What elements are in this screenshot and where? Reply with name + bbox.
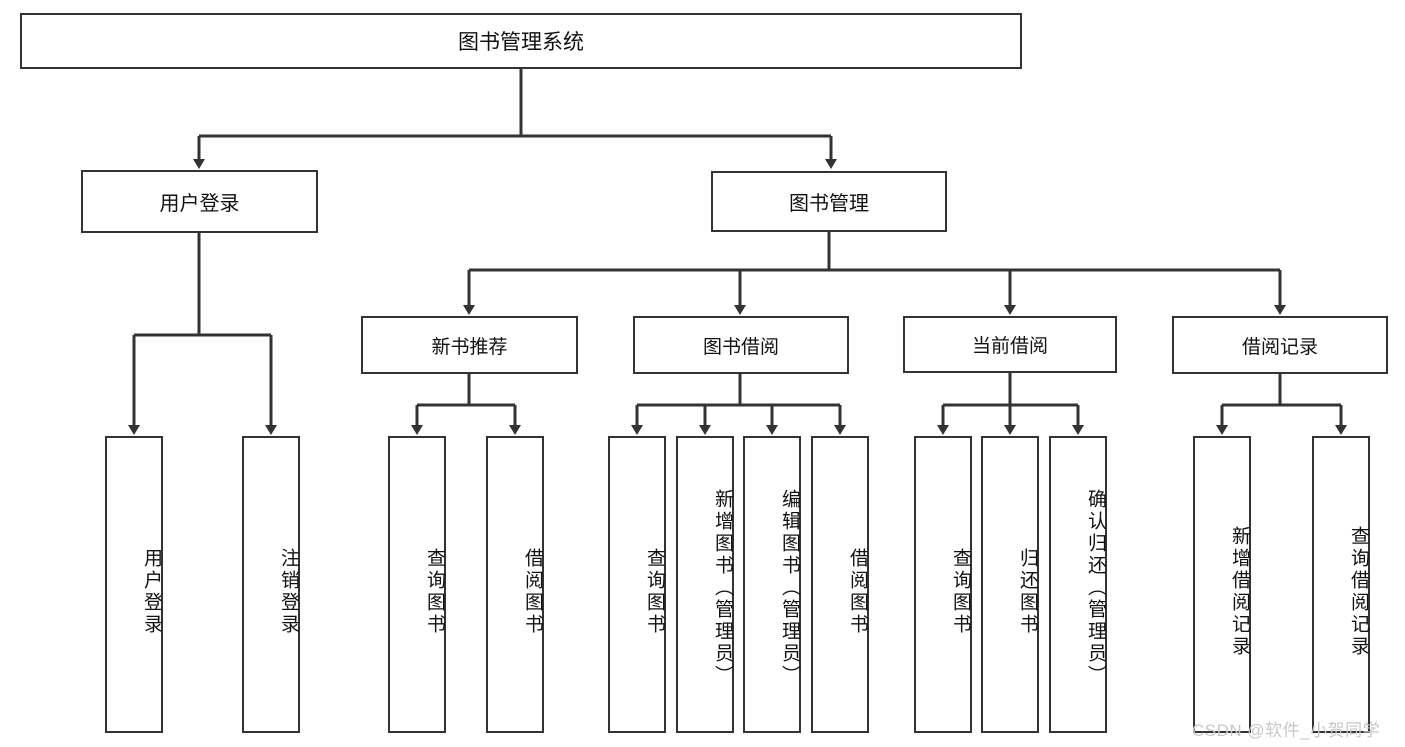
node-leaf-borrow-book-recommend[interactable]: 借阅图书 bbox=[486, 436, 544, 733]
node-leaf-edit-book-admin[interactable]: 编辑图书（管理员） bbox=[743, 436, 801, 733]
node-label: 借阅记录 bbox=[1241, 336, 1318, 358]
node-label: 借阅图书 bbox=[522, 547, 543, 636]
node-leaf-confirm-return-admin[interactable]: 确认归还（管理员） bbox=[1049, 436, 1107, 733]
node-new-book-recommend[interactable]: 新书推荐 bbox=[361, 316, 578, 374]
node-label: 新增图书（管理员） bbox=[712, 488, 733, 687]
node-label: 编辑图书（管理员） bbox=[779, 488, 800, 687]
node-label: 查询图书 bbox=[950, 547, 971, 636]
node-label: 归还图书 bbox=[1017, 547, 1038, 636]
node-label: 注销登录 bbox=[278, 547, 299, 636]
node-leaf-return-book[interactable]: 归还图书 bbox=[981, 436, 1039, 733]
node-label: 新增借阅记录 bbox=[1229, 525, 1250, 658]
node-leaf-user-login[interactable]: 用户登录 bbox=[105, 436, 163, 733]
node-label: 确认归还（管理员） bbox=[1085, 488, 1106, 687]
node-leaf-query-book-borrow[interactable]: 查询图书 bbox=[608, 436, 666, 733]
node-label: 借阅图书 bbox=[847, 547, 868, 636]
node-leaf-query-book-current[interactable]: 查询图书 bbox=[914, 436, 972, 733]
node-label: 图书借阅 bbox=[702, 336, 779, 358]
node-leaf-borrow-book[interactable]: 借阅图书 bbox=[811, 436, 869, 733]
node-borrow-record[interactable]: 借阅记录 bbox=[1172, 316, 1388, 374]
node-current-borrow[interactable]: 当前借阅 bbox=[903, 316, 1117, 373]
node-book-management[interactable]: 图书管理 bbox=[711, 171, 947, 232]
node-leaf-query-borrow-record[interactable]: 查询借阅记录 bbox=[1312, 436, 1370, 733]
node-label: 查询借阅记录 bbox=[1348, 525, 1369, 658]
node-book-borrow[interactable]: 图书借阅 bbox=[633, 316, 849, 374]
node-label: 用户登录 bbox=[141, 547, 162, 636]
node-leaf-logout[interactable]: 注销登录 bbox=[242, 436, 300, 733]
node-label: 新书推荐 bbox=[431, 336, 508, 358]
node-label: 图书管理系统 bbox=[458, 31, 584, 54]
node-user-login[interactable]: 用户登录 bbox=[81, 170, 318, 233]
node-label: 用户登录 bbox=[159, 193, 240, 215]
watermark: CSDN @软件_小贺同学 bbox=[1192, 721, 1381, 740]
node-leaf-query-book-recommend[interactable]: 查询图书 bbox=[388, 436, 446, 733]
node-leaf-add-borrow-record[interactable]: 新增借阅记录 bbox=[1193, 436, 1251, 733]
node-label: 当前借阅 bbox=[971, 336, 1048, 357]
node-label: 图书管理 bbox=[789, 193, 869, 215]
node-label: 查询图书 bbox=[424, 547, 445, 636]
node-label: 查询图书 bbox=[644, 547, 665, 636]
node-leaf-add-book-admin[interactable]: 新增图书（管理员） bbox=[676, 436, 734, 733]
node-book-management-system[interactable]: 图书管理系统 bbox=[20, 13, 1022, 69]
